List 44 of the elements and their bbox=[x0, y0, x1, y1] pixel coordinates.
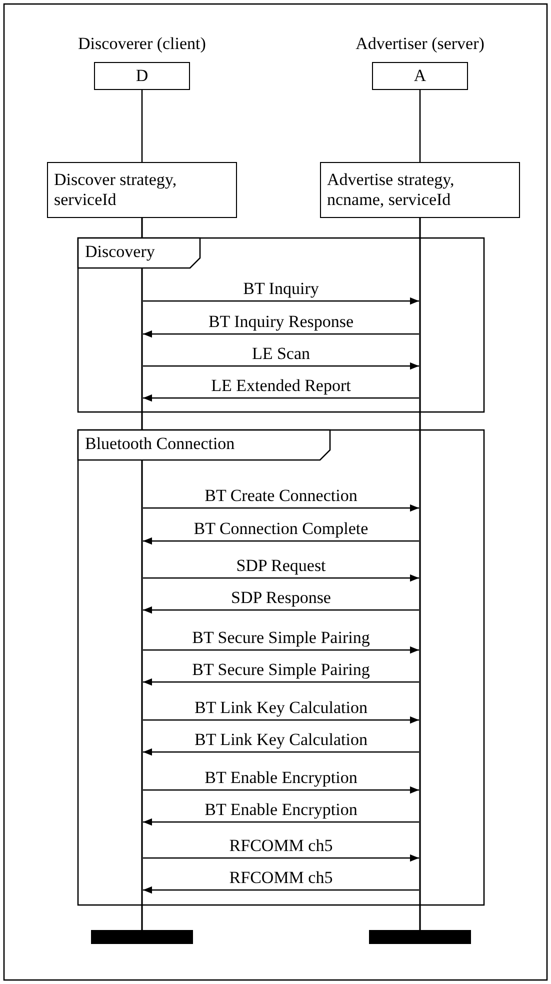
message-label: LE Scan bbox=[250, 344, 312, 364]
message-arrow bbox=[143, 716, 419, 724]
message-arrow bbox=[143, 646, 419, 654]
message-arrow bbox=[143, 854, 419, 862]
participant-name: Advertiser (server) bbox=[354, 34, 486, 54]
message-arrow bbox=[143, 786, 419, 794]
message-label: BT Link Key Calculation bbox=[194, 698, 368, 718]
message-arrow bbox=[143, 606, 419, 614]
message-arrow bbox=[143, 297, 419, 305]
lifeline bbox=[419, 218, 421, 930]
message-arrow bbox=[143, 537, 419, 545]
message-arrow bbox=[143, 504, 419, 512]
message-label: BT Create Connection bbox=[204, 486, 358, 506]
note-box: Advertise strategy, ncname, serviceId bbox=[320, 162, 520, 218]
lifeline bbox=[419, 90, 421, 162]
message-arrow bbox=[143, 574, 419, 582]
note-box: Discover strategy, serviceId bbox=[47, 162, 237, 218]
message-arrow bbox=[143, 330, 419, 338]
message-label: BT Enable Encryption bbox=[204, 768, 358, 788]
message-arrow bbox=[143, 362, 419, 370]
message-label: BT Secure Simple Pairing bbox=[191, 660, 371, 680]
participant-name: Discoverer (client) bbox=[77, 34, 207, 54]
message-label: LE Extended Report bbox=[210, 376, 352, 396]
message-label: SDP Request bbox=[235, 556, 327, 576]
lifeline bbox=[141, 218, 143, 930]
lifeline-end-bar bbox=[369, 930, 471, 944]
message-label: RFCOMM ch5 bbox=[228, 836, 334, 856]
message-arrow bbox=[143, 678, 419, 686]
participant-box: A bbox=[372, 62, 468, 90]
message-label: BT Inquiry Response bbox=[207, 312, 355, 332]
message-label: BT Enable Encryption bbox=[204, 800, 358, 820]
message-label: BT Connection Complete bbox=[192, 519, 370, 539]
message-label: RFCOMM ch5 bbox=[228, 868, 334, 888]
participant-box: D bbox=[94, 62, 190, 90]
lifeline bbox=[141, 90, 143, 162]
message-label: BT Inquiry bbox=[242, 279, 320, 299]
message-label: BT Link Key Calculation bbox=[194, 730, 368, 750]
message-arrow bbox=[143, 886, 419, 894]
message-arrow bbox=[143, 394, 419, 402]
message-arrow bbox=[143, 748, 419, 756]
message-arrow bbox=[143, 818, 419, 826]
message-label: BT Secure Simple Pairing bbox=[191, 628, 371, 648]
message-label: SDP Response bbox=[230, 588, 332, 608]
lifeline-end-bar bbox=[91, 930, 193, 944]
